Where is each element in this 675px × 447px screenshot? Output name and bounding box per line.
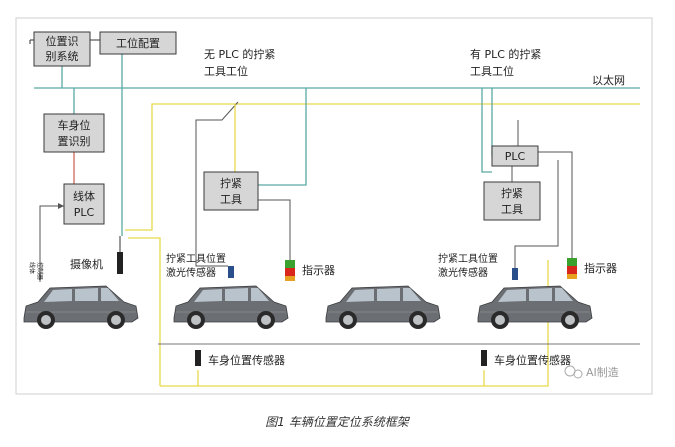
plc-right-label: PLC	[505, 150, 526, 163]
car-4	[477, 285, 593, 330]
diagram-frame	[15, 17, 653, 395]
tightening-tool-left-label-2: 工具	[220, 193, 242, 206]
indicator-left-icon	[285, 260, 295, 281]
station-with-plc-title-2: 工具工位	[470, 64, 514, 78]
tightening-tool-right-label-2: 工具	[501, 203, 523, 216]
body-sensor-right-label: 车身位置传感器	[494, 353, 571, 367]
car-3	[325, 285, 441, 330]
tightening-tool-right-box[interactable]: 拧紧 工具	[483, 181, 541, 221]
watermark-text: AI制造	[586, 365, 619, 379]
station-with-plc-title-1: 有 PLC 的拧紧	[470, 47, 541, 61]
tightening-tool-right-label-1: 拧紧	[501, 186, 523, 200]
ethernet-label: 以太网	[592, 74, 625, 87]
arrow-head	[58, 203, 64, 209]
position-id-system-label-2: 别系统	[46, 50, 79, 63]
line-side-text-2: 控制器	[36, 262, 44, 280]
station-no-plc-title-1: 无 PLC 的拧紧	[204, 47, 275, 61]
link-right-eth-a	[481, 88, 492, 173]
tightening-tool-left-box[interactable]: 拧紧 工具	[203, 171, 259, 211]
link-left-tool-eth	[258, 88, 307, 186]
line-plc-label-1: 线体	[73, 189, 95, 203]
link-left-switch	[195, 101, 239, 267]
indicator-right-icon	[567, 258, 577, 279]
station-no-plc-title-2: 工具工位	[204, 64, 248, 78]
laser-sensor-right-label-2: 激光传感器	[438, 266, 488, 279]
link-left-tool-indicator	[258, 199, 291, 260]
indicator-left-label: 指示器	[302, 263, 335, 277]
camera-icon	[117, 252, 123, 274]
figure-caption: 图1 车辆位置定位系统框架	[265, 415, 410, 429]
link-right-plc-indicator	[538, 151, 573, 260]
body-position-id-label-1: 车身位	[58, 118, 91, 132]
laser-sensor-left-icon	[228, 266, 234, 278]
car-2	[173, 285, 289, 330]
body-position-id-label-2: 置识别	[58, 135, 91, 148]
body-sensor-right-icon	[481, 350, 487, 366]
station-config-label: 工位配置	[116, 36, 160, 50]
position-id-system-box[interactable]: 位置识 别系统	[33, 31, 91, 67]
link-plc-to-car	[39, 205, 64, 282]
camera-label: 摄像机	[70, 257, 103, 271]
line-side-text-1: 线体	[28, 262, 36, 274]
signal-line-left-vertical	[128, 237, 161, 386]
tightening-tool-left-label-1: 拧紧	[220, 176, 242, 190]
car-1	[23, 285, 139, 330]
laser-sensor-right-icon	[512, 268, 518, 280]
laser-sensor-left-label-1: 拧紧工具位置	[166, 252, 226, 265]
link-right-plc-sensor	[514, 160, 559, 268]
signal-line-top	[125, 103, 640, 231]
line-plc-box[interactable]: 线体 PLC	[63, 183, 105, 225]
body-position-id-box[interactable]: 车身位 置识别	[43, 113, 105, 153]
watermark: AI制造	[564, 365, 619, 379]
laser-sensor-left-label-2: 激光传感器	[166, 266, 216, 279]
line-plc-label-2: PLC	[74, 206, 95, 219]
body-sensor-left-icon	[195, 350, 201, 366]
laser-sensor-right-label-1: 拧紧工具位置	[438, 252, 498, 265]
position-id-system-label-1: 位置识	[46, 34, 79, 48]
indicator-right-label: 指示器	[584, 261, 617, 275]
station-config-box[interactable]: 工位配置	[99, 31, 177, 55]
body-sensor-left-label: 车身位置传感器	[208, 353, 285, 367]
plc-right-box[interactable]: PLC	[491, 145, 539, 167]
